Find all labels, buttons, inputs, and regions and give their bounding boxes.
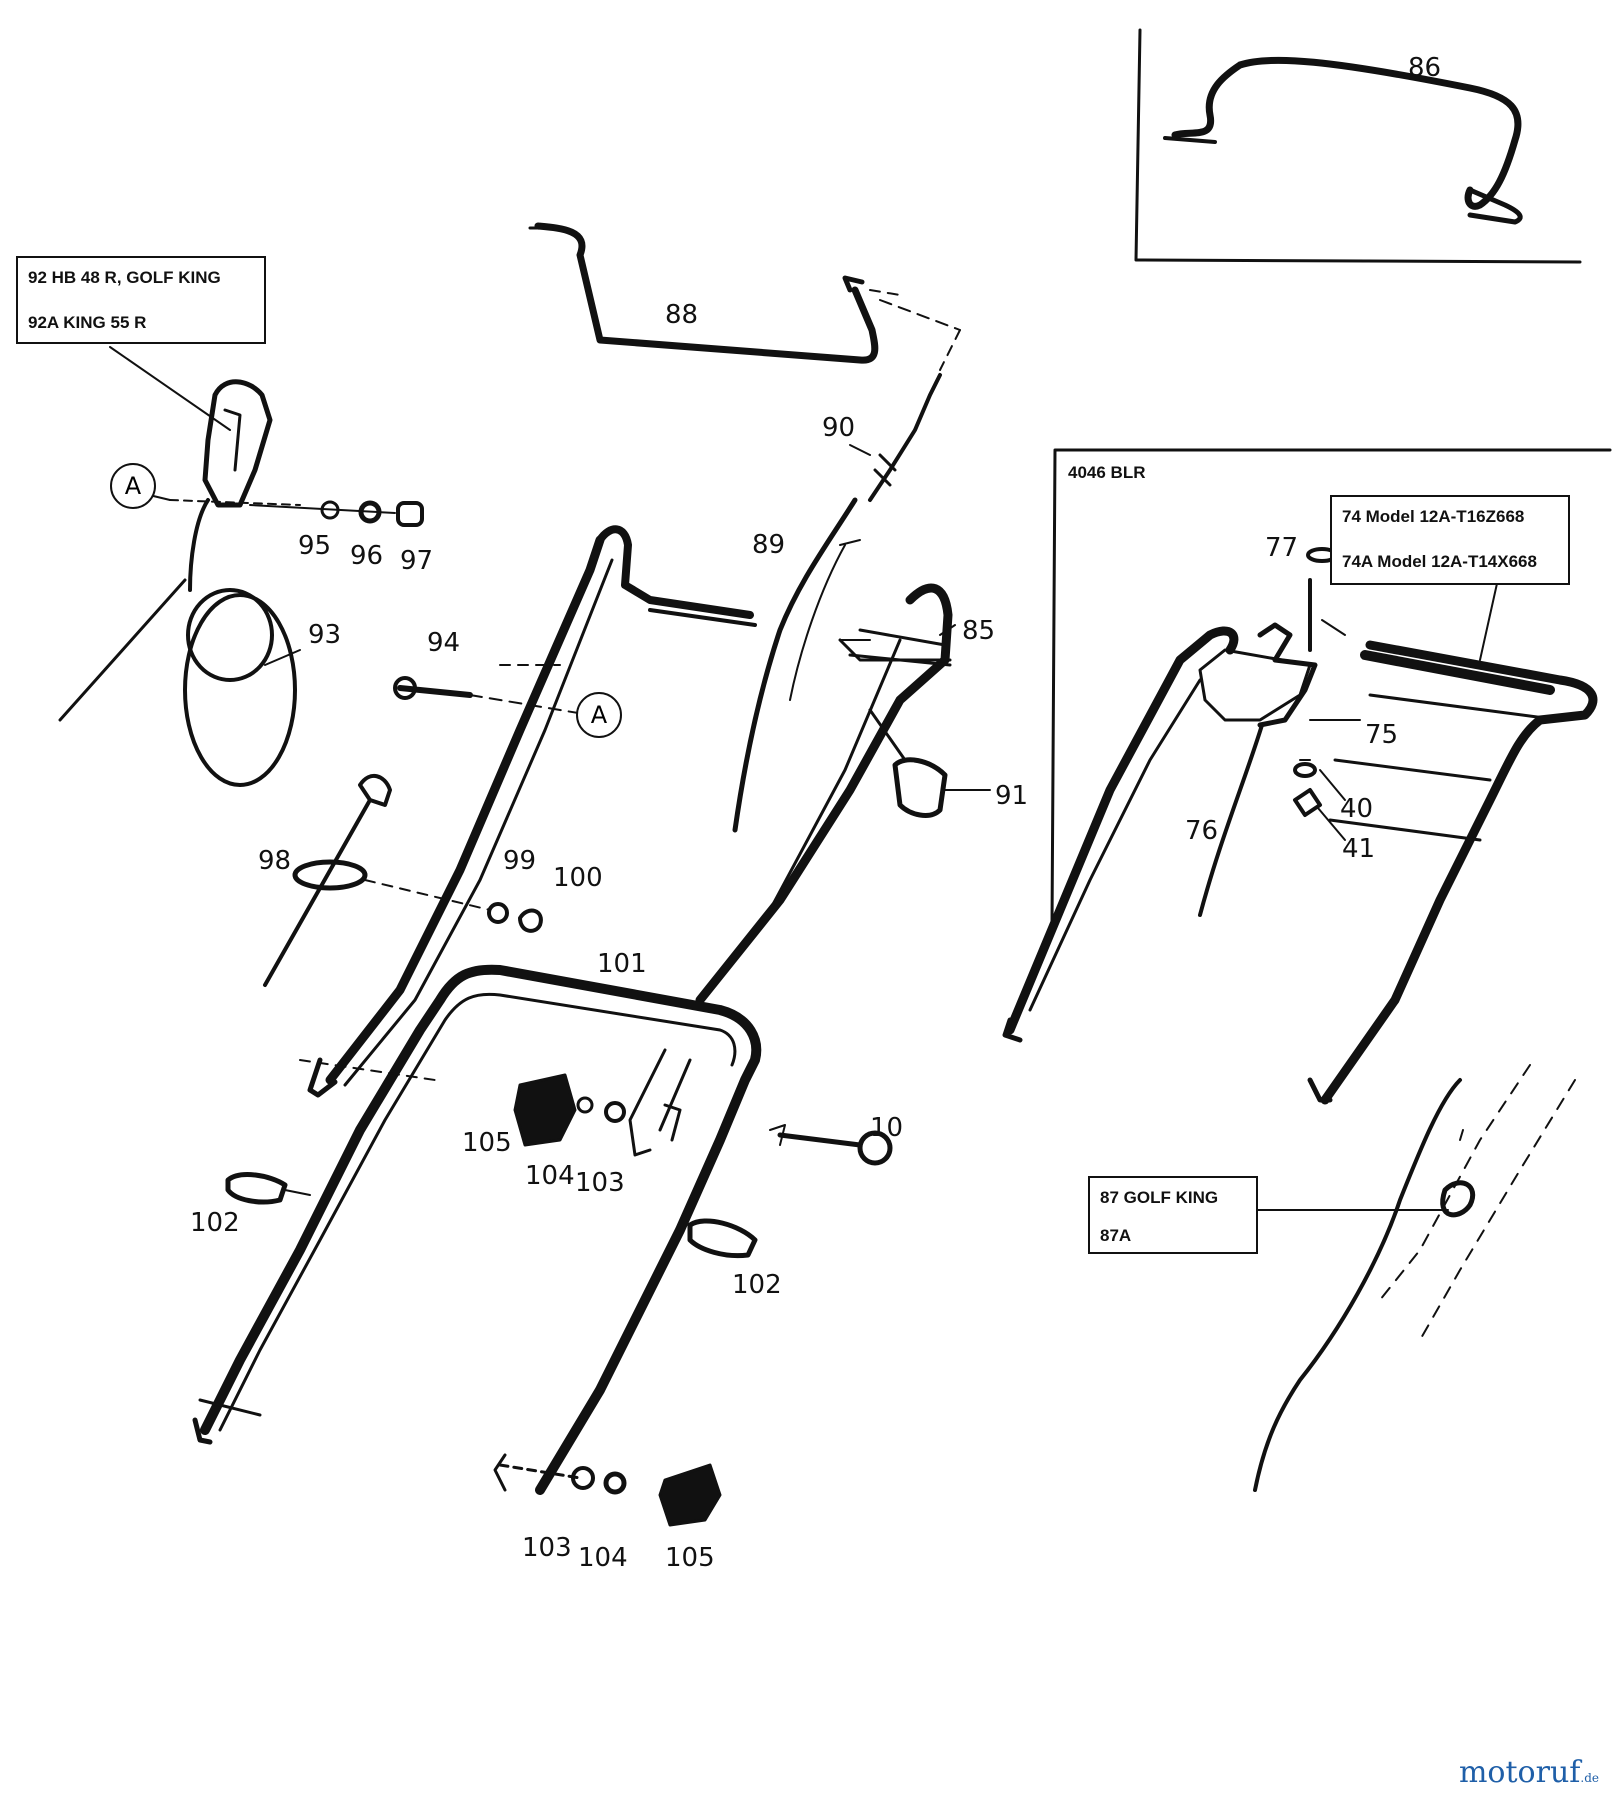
part-box-87: 87 GOLF KING 87A: [1088, 1176, 1258, 1254]
callout-41: 41: [1342, 834, 1376, 864]
part-box-87-line2: 87A: [1100, 1226, 1132, 1245]
callout-89: 89: [752, 530, 786, 560]
callout-105-top: 105: [462, 1128, 512, 1158]
callout-102-left: 102: [190, 1208, 240, 1238]
callout-104-top: 104: [525, 1161, 575, 1191]
bail-bar-88: [528, 222, 901, 364]
callout-98: 98: [258, 846, 292, 876]
callout-93: 93: [308, 620, 342, 650]
inset-label: 4046 BLR: [1068, 463, 1146, 482]
callout-96: 96: [350, 541, 384, 571]
callout-91: 91: [995, 781, 1029, 811]
callout-75: 75: [1365, 720, 1399, 750]
inset-4046-handle: [1002, 448, 1612, 1105]
callout-40: 40: [1340, 794, 1374, 824]
callout-77: 77: [1265, 533, 1299, 563]
callout-10: 10: [870, 1113, 904, 1143]
upper-handle: [307, 525, 953, 1098]
part-box-92-line1: 92 HB 48 R, GOLF KING: [28, 268, 221, 287]
ref-marker-a-right: A: [576, 692, 622, 738]
callout-100: 100: [553, 863, 603, 893]
callout-104-bottom: 104: [578, 1543, 628, 1573]
ref-marker-a-left: A: [110, 463, 156, 509]
cable-guide-98: [263, 774, 543, 987]
callout-95: 95: [298, 531, 332, 561]
callout-90: 90: [822, 413, 856, 443]
watermark-logo: motoruf.de: [1459, 1755, 1599, 1790]
callout-102-right: 102: [732, 1270, 782, 1300]
part-box-74-line2: 74A Model 12A-T14X668: [1342, 552, 1537, 571]
part-box-87-line1: 87 GOLF KING: [1100, 1188, 1219, 1207]
callout-99: 99: [503, 846, 537, 876]
callout-88: 88: [665, 300, 699, 330]
callout-94: 94: [427, 628, 461, 658]
cable-87: [1253, 1064, 1576, 1492]
watermark-brand: motoruf: [1458, 1755, 1581, 1790]
part-box-92-line2: 92A KING 55 R: [28, 313, 147, 332]
callout-97: 97: [400, 546, 434, 576]
starter-cable-93: [58, 346, 424, 787]
part-box-74: 74 Model 12A-T16Z668 74A Model 12A-T14X6…: [1330, 495, 1570, 585]
part-box-74-line1: 74 Model 12A-T16Z668: [1342, 507, 1525, 526]
control-cable-89: [732, 373, 942, 833]
cable-clip-91: [868, 708, 991, 818]
watermark-suffix: .de: [1580, 1771, 1599, 1785]
callout-103-bottom: 103: [522, 1533, 572, 1563]
callout-85: 85: [962, 616, 996, 646]
callout-103-top: 103: [575, 1168, 625, 1198]
callout-101: 101: [597, 949, 647, 979]
callout-76: 76: [1185, 816, 1219, 846]
callout-86: 86: [1408, 53, 1442, 83]
callout-105-bottom: 105: [665, 1543, 715, 1573]
lower-handle-101: [192, 964, 893, 1527]
part-box-92: 92 HB 48 R, GOLF KING 92A KING 55 R: [16, 256, 266, 344]
inset-frame-86: [1134, 28, 1582, 264]
